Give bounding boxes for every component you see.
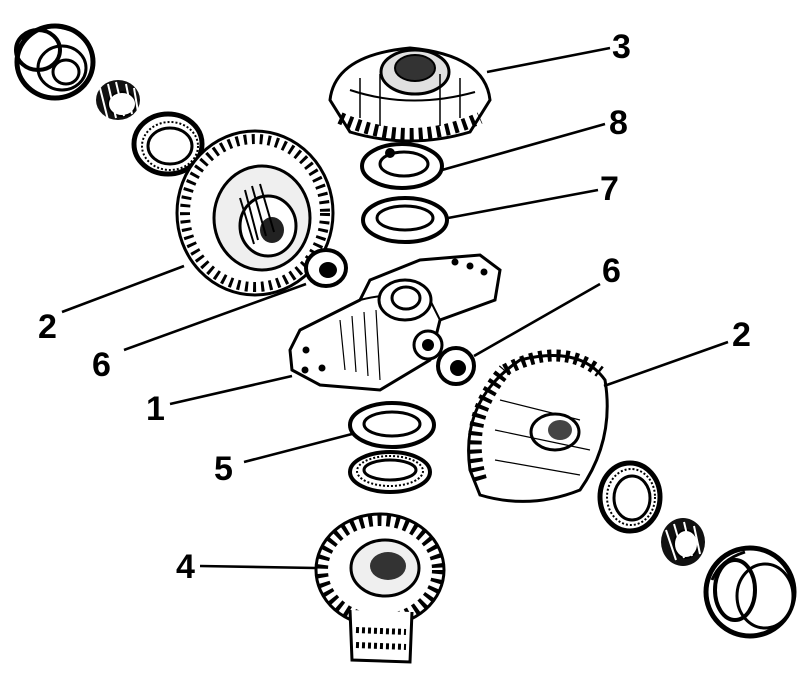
leader-2-left <box>61 264 185 314</box>
label-5: 5 <box>214 450 233 488</box>
thrust-race-lower <box>348 450 432 494</box>
label-7: 7 <box>600 170 619 208</box>
leader-2-right <box>603 340 729 388</box>
side-gear-left <box>175 129 335 297</box>
end-cap-bottom-right <box>703 545 797 639</box>
leader-8 <box>441 122 606 172</box>
label-2-right: 2 <box>732 316 751 354</box>
pinion-gear <box>314 512 446 664</box>
label-8: 8 <box>609 104 628 142</box>
leader-1 <box>169 374 293 406</box>
leader-5 <box>243 432 353 464</box>
label-4: 4 <box>176 548 195 586</box>
label-6-left: 6 <box>92 346 111 384</box>
thrust-race-right <box>597 460 663 534</box>
thrust-washer-plain <box>361 196 449 244</box>
carrier <box>288 253 502 392</box>
leader-4 <box>199 564 317 570</box>
roller-bearing-right <box>661 518 705 566</box>
label-2-left: 2 <box>38 308 57 346</box>
washer-lower <box>348 401 436 449</box>
thrust-washer-tabbed <box>360 142 444 190</box>
leader-lines <box>61 46 729 570</box>
leader-6-left <box>123 282 307 352</box>
side-gear-right <box>467 349 609 503</box>
spacer-right <box>436 346 476 386</box>
thrust-race-left <box>131 111 205 177</box>
label-6-right: 6 <box>602 252 621 290</box>
leader-7 <box>447 188 599 220</box>
label-3: 3 <box>612 28 631 66</box>
end-cap-top-left <box>14 23 96 101</box>
leader-3 <box>486 46 611 74</box>
leader-6-right <box>473 282 601 358</box>
label-1: 1 <box>146 390 165 428</box>
roller-bearing-left <box>96 80 140 121</box>
spacer-left <box>304 248 348 288</box>
bevel-gear-top <box>328 46 492 143</box>
